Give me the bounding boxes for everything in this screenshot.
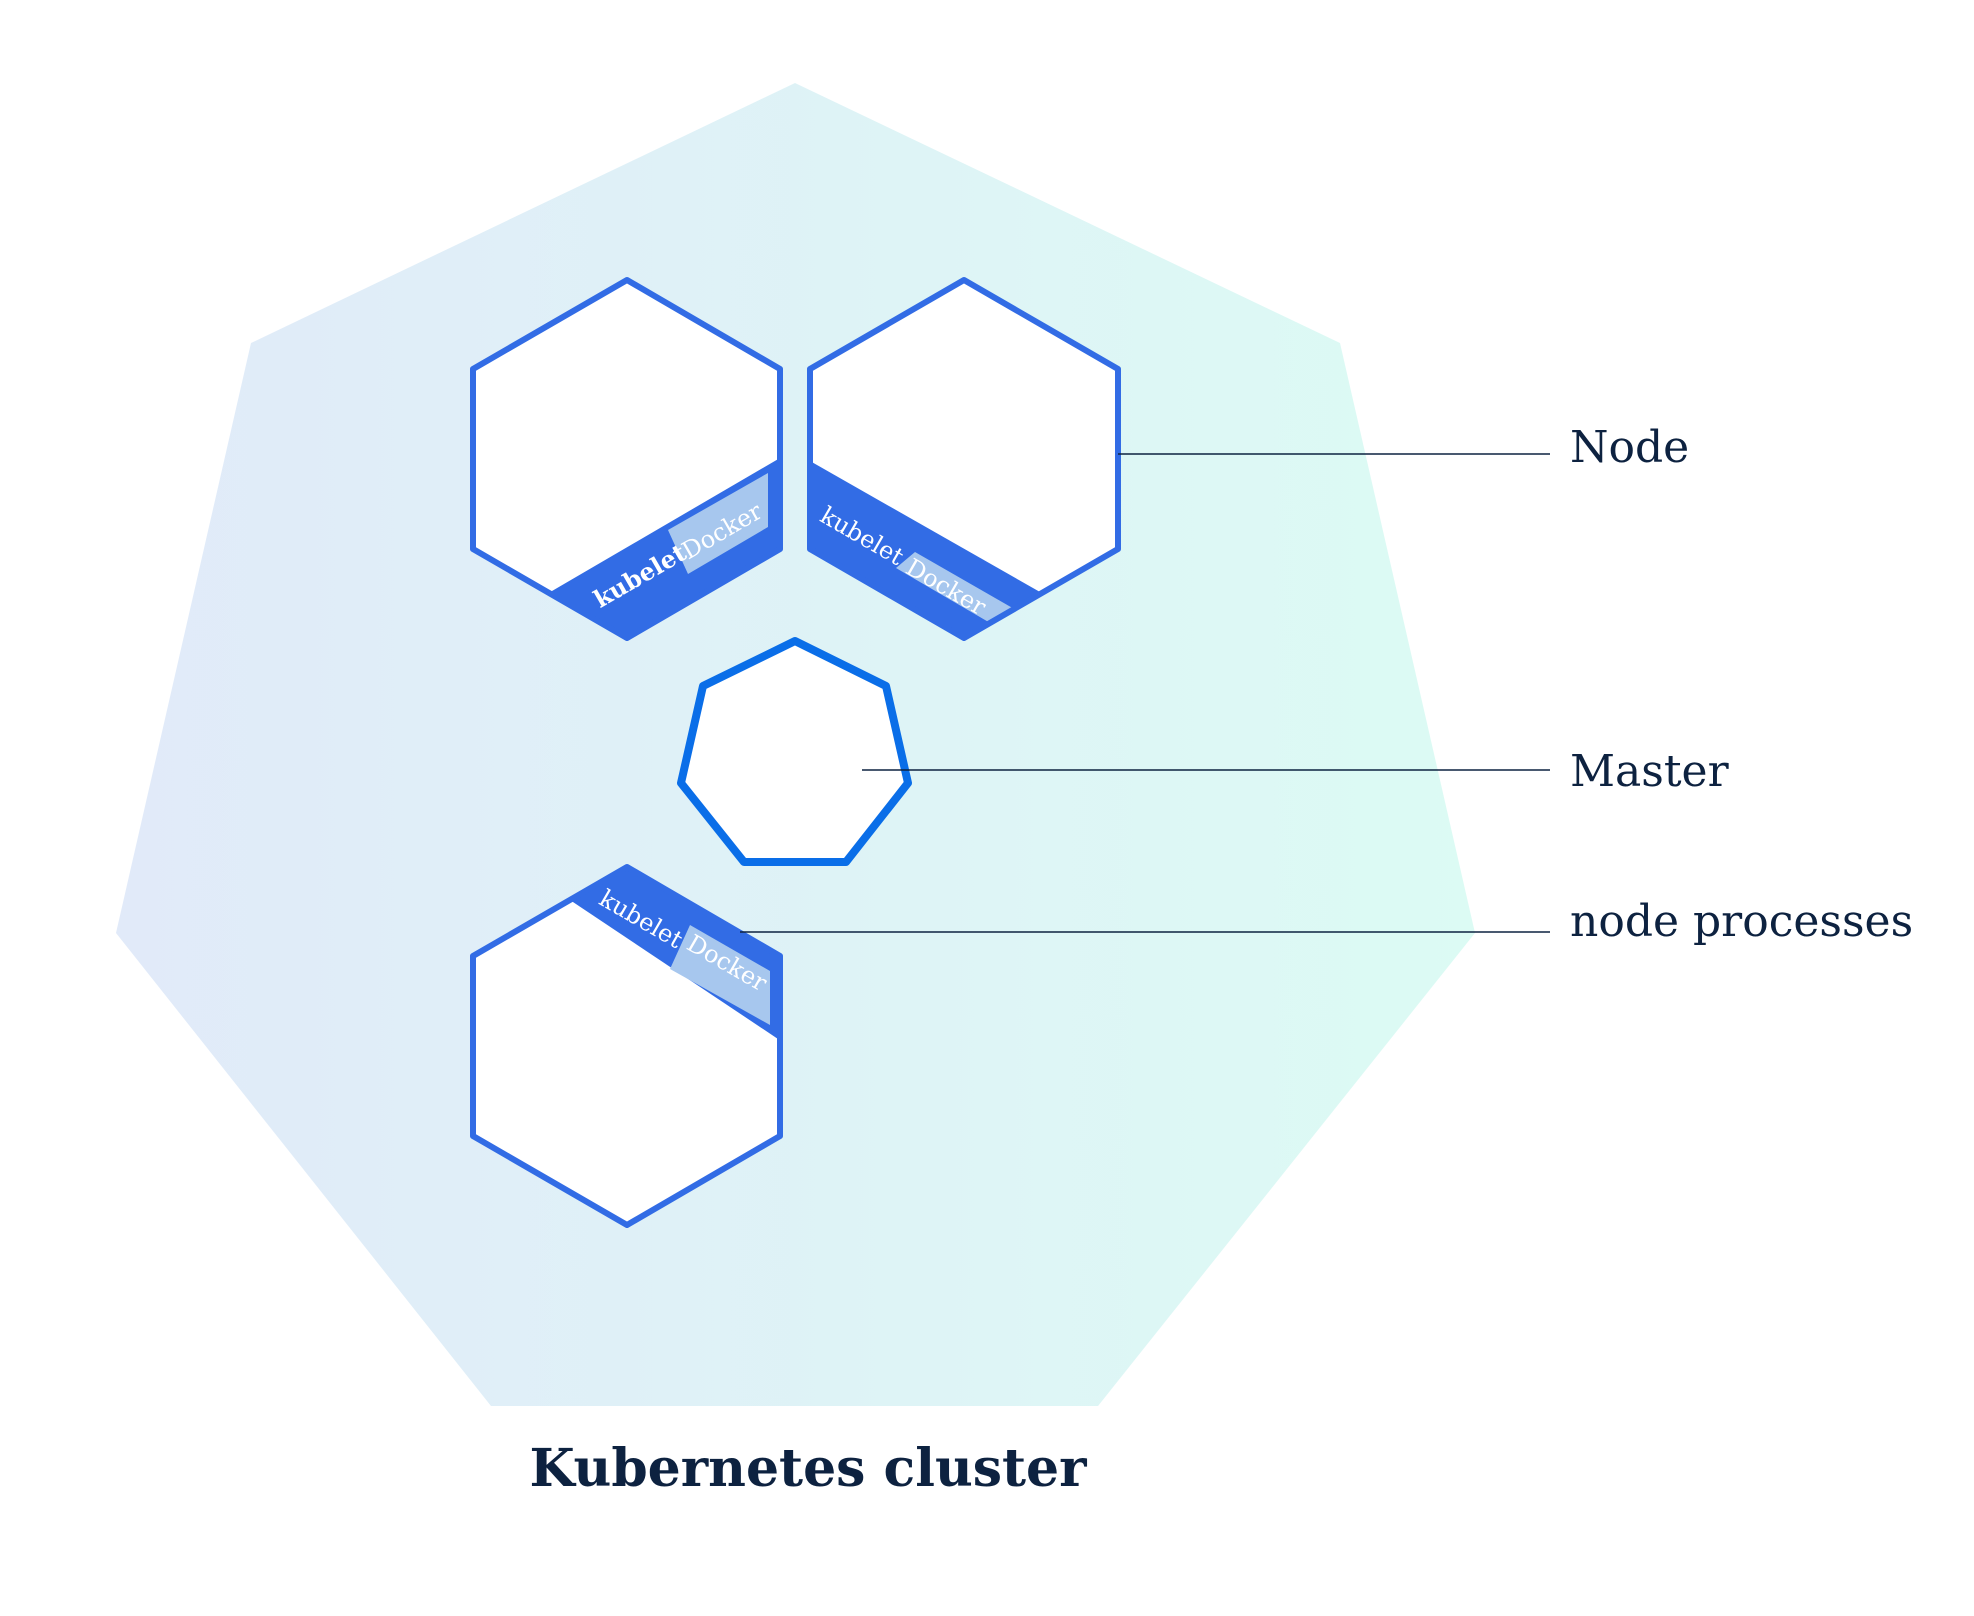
master-label: Master (1570, 746, 1730, 797)
node-3-outline (470, 864, 783, 1228)
diagram-caption: Kubernetes cluster (529, 1438, 1087, 1499)
node-2: kubelet Docker (807, 277, 1121, 641)
node-3-docker-box (670, 925, 770, 1025)
master-heptagon (677, 637, 912, 866)
node-1-docker-box (668, 473, 768, 574)
node-2-docker-box (896, 552, 1016, 627)
node-label: Node (1570, 422, 1689, 473)
node-2-outline (807, 277, 1121, 641)
node-1-outline (470, 277, 783, 641)
node-processes-label: node processes (1570, 896, 1913, 947)
